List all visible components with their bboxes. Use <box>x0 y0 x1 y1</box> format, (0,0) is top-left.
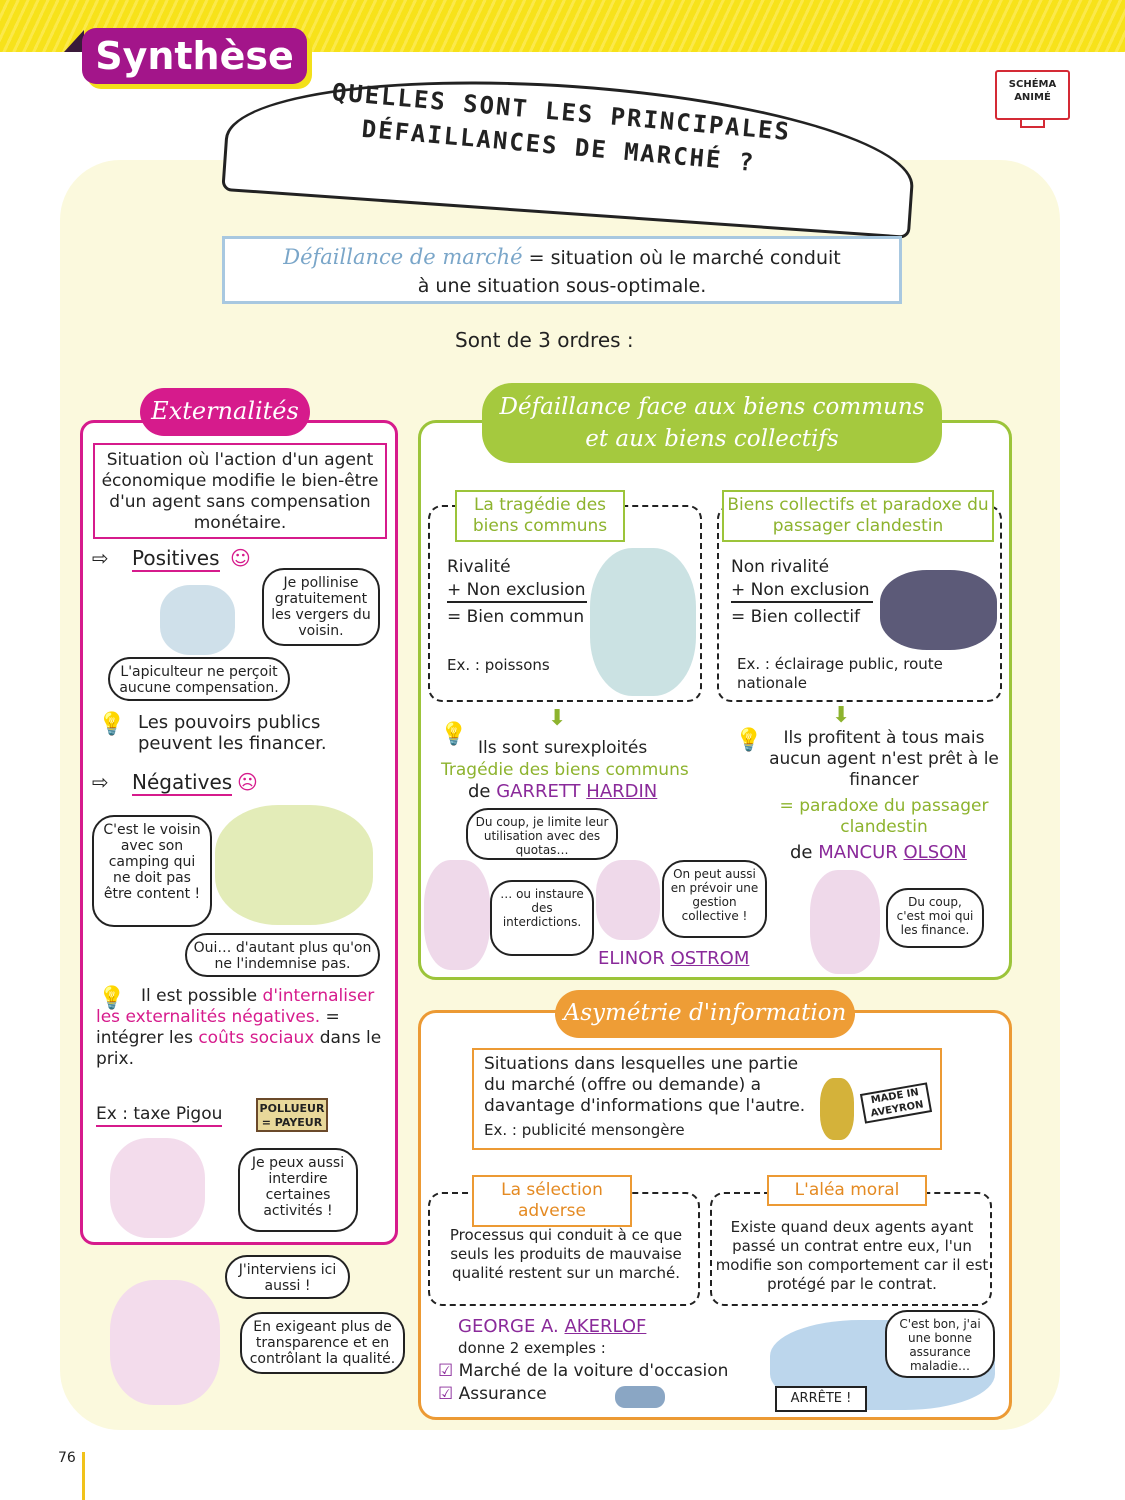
definition-text: = situation où le marché conduit <box>522 247 841 269</box>
non-exclusion: + Non exclusion <box>447 580 587 603</box>
badge-corner <box>64 30 84 52</box>
selection-text: Processus qui conduit à ce que seuls les… <box>449 1226 683 1282</box>
street-light-illustration <box>880 570 997 650</box>
idea-text: dans le prix. <box>96 1028 382 1069</box>
marianne-bubble-3: En exigeant plus de transparence et en c… <box>240 1312 405 1374</box>
example-voiture: Marché de la voiture d'occasion <box>458 1361 729 1381</box>
finance-bubble: Du coup, c'est moi qui les finance. <box>886 888 984 948</box>
alea-box <box>710 1192 992 1306</box>
gestion-bubble: On peut aussi en prévoir une gestion col… <box>662 860 767 938</box>
definition-term: Défaillance de marché <box>283 245 523 269</box>
externalites-title: Externalités <box>140 388 310 436</box>
negatives-heading: Négatives <box>132 770 233 796</box>
example-assurance: Assurance <box>458 1384 547 1404</box>
down-arrow-icon: ⬇ <box>832 703 851 728</box>
schema-anime-button[interactable]: SCHÉMA ANIMÉ <box>995 70 1070 120</box>
example-eclairage: Ex. : éclairage public, route nationale <box>737 655 943 692</box>
definition-text-2: à une situation sous-optimale. <box>417 275 707 297</box>
frown-icon: ☹ <box>237 770 258 794</box>
quotas-bubble: Du coup, je limite leur utilisation avec… <box>466 808 618 860</box>
lightbulb-icon: 💡 <box>98 712 126 737</box>
author-ostrom: OSTROM <box>670 948 750 969</box>
alea-label: L'aléa moral <box>767 1175 927 1206</box>
paradoxe-text: = paradoxe du passager clandestin <box>779 796 989 837</box>
idea-highlight: d'internaliser les externalités négative… <box>96 986 375 1027</box>
down-arrow-icon: ⬇ <box>548 706 567 731</box>
car-icon <box>615 1386 665 1408</box>
de: de <box>468 781 497 802</box>
author-olson: OLSON <box>903 842 967 863</box>
internalisation-idea: Il est possible d'internaliser les exter… <box>96 986 394 1070</box>
positives-idea: Les pouvoirs publics peuvent les finance… <box>138 712 327 754</box>
definition-box: Défaillance de marché = situation où le … <box>222 236 902 304</box>
marianne-bubble: Je peux aussi interdire certaines activi… <box>238 1148 358 1232</box>
checkbox-icon: ☑ <box>438 1384 454 1404</box>
factory-illustration <box>215 805 373 925</box>
rivalite: Rivalité <box>447 557 511 577</box>
biens-collectifs-label: Biens collectifs et paradoxe du passager… <box>722 490 994 542</box>
non-exclusion: + Non exclusion <box>731 580 873 603</box>
page-number: 76 <box>58 1450 76 1466</box>
biens-title-2: et aux biens collectifs <box>585 426 839 452</box>
fish-net-illustration <box>590 548 696 696</box>
beekeeper-bubble: L'apiculteur ne perçoit aucune compensat… <box>108 657 290 701</box>
factory-bubble: Oui… d'autant plus qu'on ne l'indemnise … <box>185 933 380 977</box>
idea-text: = intégrer les <box>96 1007 340 1048</box>
ordres-label: Sont de 3 ordres : <box>455 328 634 352</box>
de: de <box>790 842 819 863</box>
example-poissons: Ex. : poissons <box>447 656 550 674</box>
arrow-icon: ⇨ <box>92 546 109 570</box>
surexploites-text: Ils sont surexploités <box>478 738 648 758</box>
biens-title-1: Défaillance face aux biens communs <box>499 394 925 420</box>
donne-text: donne 2 exemples : <box>458 1339 606 1357</box>
externalites-definition: Situation où l'action d'un agent économi… <box>93 443 387 539</box>
screen-icon-stand <box>1020 120 1045 128</box>
bee-illustration <box>160 585 235 655</box>
arrete-shout: ARRÊTE ! <box>775 1386 867 1412</box>
marianne-illustration <box>810 870 880 974</box>
bee-bubble: Je pollinise gratuitement les vergers du… <box>262 568 380 646</box>
arrow-icon: ⇨ <box>92 770 109 794</box>
page-bar <box>82 1452 85 1500</box>
lightbulb-icon: 💡 <box>735 728 763 753</box>
ski-bubble: C'est bon, j'ai une bonne assurance mala… <box>885 1310 995 1378</box>
pineapple-illustration <box>820 1078 854 1140</box>
author-hardin: HARDIN <box>586 781 658 802</box>
author-first: GARRETT <box>496 781 587 802</box>
bien-collectif: = Bien collectif <box>731 607 861 627</box>
bien-commun: = Bien commun <box>447 607 585 627</box>
author-first: MANCUR <box>818 842 904 863</box>
lightbulb-icon: 💡 <box>440 722 468 747</box>
interdictions-bubble: … ou instaure des interdictions. <box>490 880 594 956</box>
profitent-text: Ils profitent à tous mais aucun agent n'… <box>769 728 999 790</box>
alea-text: Existe quand deux agents ayant passé un … <box>715 1218 989 1293</box>
example-publicite: Ex. : publicité mensongère <box>484 1121 685 1139</box>
marianne-illustration <box>424 860 490 970</box>
selection-label: La sélection adverse <box>472 1175 632 1227</box>
synthese-badge: Synthèse <box>82 28 307 84</box>
pollueur-payeur-sign: POLLUEUR = PAYEUR <box>256 1098 328 1132</box>
ostrom-illustration <box>596 860 660 940</box>
author-first: ELINOR <box>598 948 671 969</box>
marianne-illustration-2 <box>110 1280 220 1405</box>
idea-highlight: coûts sociaux <box>198 1028 315 1048</box>
smile-icon: ☺ <box>230 546 251 570</box>
asymetrie-definition: Situations dans lesquelles une partie du… <box>484 1054 806 1116</box>
biens-title: Défaillance face aux biens communs et aux… <box>482 383 942 463</box>
tragedie-text: Tragédie des biens communs <box>441 760 689 780</box>
marianne-bubble-2: J'interviens ici aussi ! <box>225 1255 350 1299</box>
tragedie-label: La tragédie des biens communs <box>455 490 625 542</box>
author-akerlof: AKERLOF <box>564 1316 647 1337</box>
non-rivalite: Non rivalité <box>731 557 830 577</box>
checkbox-icon: ☑ <box>438 1361 454 1381</box>
camping-bubble: C'est le voisin avec son camping qui ne … <box>92 815 212 927</box>
marianne-illustration <box>110 1138 205 1238</box>
positives-heading: Positives <box>132 546 220 572</box>
lightbulb-icon: 💡 <box>98 986 126 1011</box>
author-first: GEORGE A. <box>458 1316 565 1337</box>
asymetrie-title: Asymétrie d'information <box>555 990 855 1038</box>
idea-text: Il est possible <box>141 986 263 1006</box>
pigou-example: Ex : taxe Pigou <box>96 1104 223 1127</box>
